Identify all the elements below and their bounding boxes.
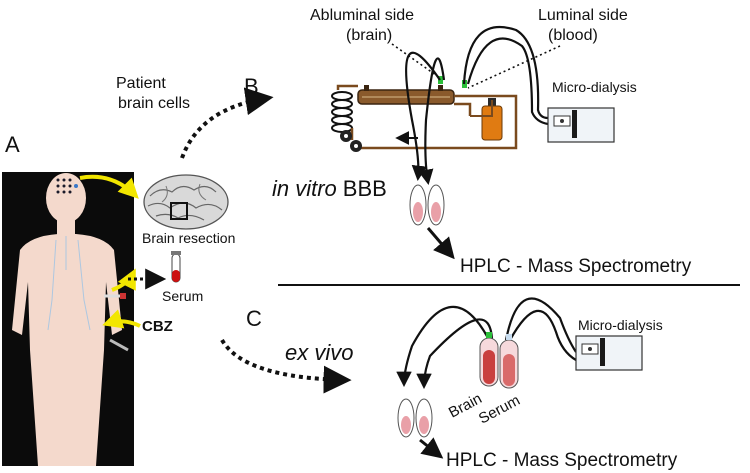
- dotted-arrow-to-panel-b: [180, 87, 274, 159]
- hplc-label-top: HPLC - Mass Spectrometry: [460, 256, 692, 277]
- yellow-arrow-to-brain: [79, 174, 139, 199]
- luminal-label: Luminal side: [538, 7, 628, 24]
- ex-vivo-label: ex vivo: [285, 340, 353, 365]
- arrow-to-hplc-bottom: [419, 437, 444, 459]
- bbb-circuit: [331, 76, 518, 152]
- hplc-label-bottom: HPLC - Mass Spectrometry: [446, 450, 678, 471]
- patient-brain-cells-label: Patient: [116, 75, 166, 92]
- cbz-label: CBZ: [142, 318, 173, 335]
- abluminal-sublabel: (brain): [346, 27, 392, 44]
- scalp-electrode-grid: [56, 178, 78, 194]
- panel-label-a: A: [5, 132, 20, 157]
- in-vitro-bbb-text: BBB: [343, 176, 387, 201]
- ex-vivo-sample-tubes: [479, 332, 519, 389]
- microdialysis-lines-bottom: [396, 297, 577, 390]
- brain-resection-label: Brain resection: [142, 230, 235, 246]
- panel-label-c: C: [246, 306, 262, 331]
- luminal-leader-line: [467, 45, 561, 89]
- luminal-sublabel: (blood): [548, 27, 598, 44]
- patient-veins: [47, 236, 91, 331]
- circuit-tubing: [350, 94, 518, 150]
- microdialysis-label-bottom: Micro-dialysis: [578, 317, 663, 333]
- microdialysis-pump-top: [547, 107, 615, 143]
- circuit-coil: [331, 91, 353, 133]
- in-vitro-italic-text: in vitro: [272, 176, 337, 201]
- iv-needle-right: [109, 338, 129, 352]
- sample-tubes-top: [409, 184, 445, 226]
- patient-body-silhouette: [12, 173, 122, 466]
- abluminal-probe-tip: [438, 76, 443, 84]
- resection-square: [170, 202, 188, 220]
- yellow-arrow-to-serum: [111, 268, 136, 292]
- tube-label-serum: Serum: [476, 392, 523, 428]
- iv-needle-left: [104, 293, 126, 299]
- patient-figure: [2, 172, 141, 466]
- patient-brain-cells-label-line2: brain cells: [118, 95, 190, 112]
- microdialysis-label-top: Micro-dialysis: [552, 79, 637, 95]
- microdialysis-lines-top: [405, 25, 549, 186]
- serum-label-left: Serum: [162, 288, 203, 304]
- arrow-to-hplc-top: [426, 227, 455, 260]
- pump-gear-icon: [340, 130, 362, 152]
- brain-icon: [143, 174, 229, 230]
- dotted-arrow-to-panel-c: [220, 338, 352, 394]
- yellow-arrow-cbz: [102, 309, 141, 329]
- serum-vial-icon: [171, 251, 181, 283]
- panel-label-b: B: [244, 74, 259, 99]
- abluminal-label: Abluminal side: [310, 7, 414, 24]
- microdialysis-pump-bottom: [575, 335, 643, 371]
- sample-tubes-bottom: [397, 398, 433, 438]
